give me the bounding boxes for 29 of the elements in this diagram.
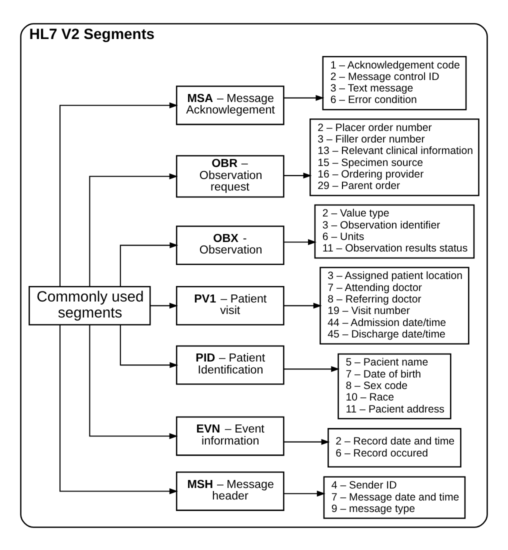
node-box: MSH – Message header (176, 471, 284, 510)
node-box: 5 – Pacient name 7 – Date of birth 8 – Sex code 10 – Race 11 – Pacient address (338, 352, 452, 419)
node-box: EVN – Event information (176, 416, 284, 456)
arrow (150, 302, 178, 308)
arrow (284, 490, 326, 496)
arrow (284, 366, 340, 372)
node-box: 2 – Value type 3 – Observation identifier 6 – Units 11 – Observation results status (314, 204, 475, 258)
arrow (89, 324, 178, 439)
node-box: OBR – Observation request (176, 154, 284, 198)
node-box: MSA – Message Acknowlegement (176, 85, 284, 125)
arrow (284, 302, 322, 308)
arrow (284, 94, 324, 100)
arrow (120, 324, 178, 368)
node-box: Commonly used segments (28, 286, 151, 325)
arrow (120, 242, 178, 286)
node-box: 1 – Acknowledgement code 2 – Message control ID 3 – Text message 6 – Error condition (322, 55, 467, 110)
arrow (284, 172, 312, 178)
arrow (59, 324, 178, 494)
arrow (59, 102, 178, 286)
node-box: OBX - Observation (176, 225, 284, 264)
arrow (284, 238, 317, 245)
arrow (89, 172, 178, 286)
arrow (284, 438, 330, 444)
node-box: 3 – Assigned patient location 7 – Attending doctor 8 – Referring doctor 19 – Visit number 44 – Admission date/time 45 – Discharge date/time (320, 266, 470, 344)
node-box: PV1 – Patient visit (176, 286, 284, 325)
node-box: 4 – Sender ID 7 – Message date and time 9 – message type (323, 476, 466, 518)
node-box: PID – Patient Identification (176, 344, 284, 384)
node-box: 2 – Placer order number 3 – Filler order number 13 – Relevant clinical information 15 – Specimen source 16 – Ordering provider 29 – Parent order (310, 118, 480, 196)
node-box: 2 – Record date and time 6 – Record occured (328, 428, 462, 467)
